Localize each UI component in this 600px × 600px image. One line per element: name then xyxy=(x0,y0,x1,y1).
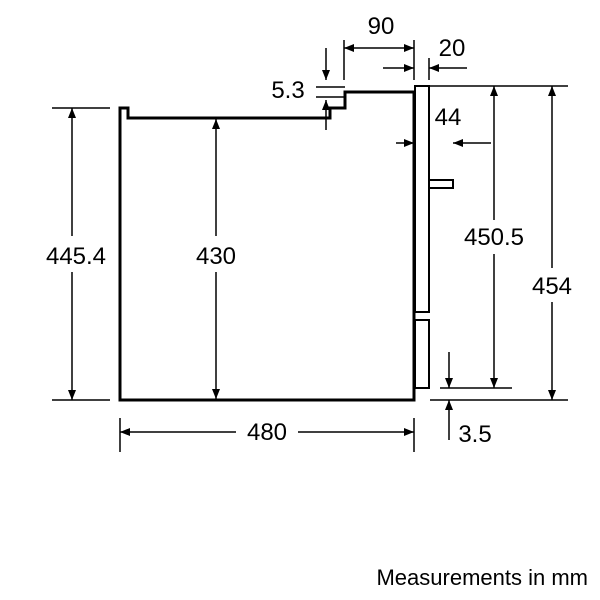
label-450-5: 450.5 xyxy=(464,224,524,251)
label-3-5: 3.5 xyxy=(458,421,491,448)
door-panel-upper xyxy=(415,86,429,312)
door-panel-lower xyxy=(415,320,429,388)
label-20: 20 xyxy=(439,35,466,62)
units-caption: Measurements in mm xyxy=(300,565,588,591)
dim-90 xyxy=(344,40,414,80)
label-44: 44 xyxy=(435,104,462,131)
door-handle xyxy=(429,180,453,188)
label-445-4: 445.4 xyxy=(46,243,106,270)
label-5-3: 5.3 xyxy=(271,77,304,104)
oven-body-outline xyxy=(120,92,414,400)
label-430: 430 xyxy=(196,243,236,270)
label-480: 480 xyxy=(247,419,287,446)
label-454: 454 xyxy=(532,273,572,300)
label-90: 90 xyxy=(368,13,395,40)
